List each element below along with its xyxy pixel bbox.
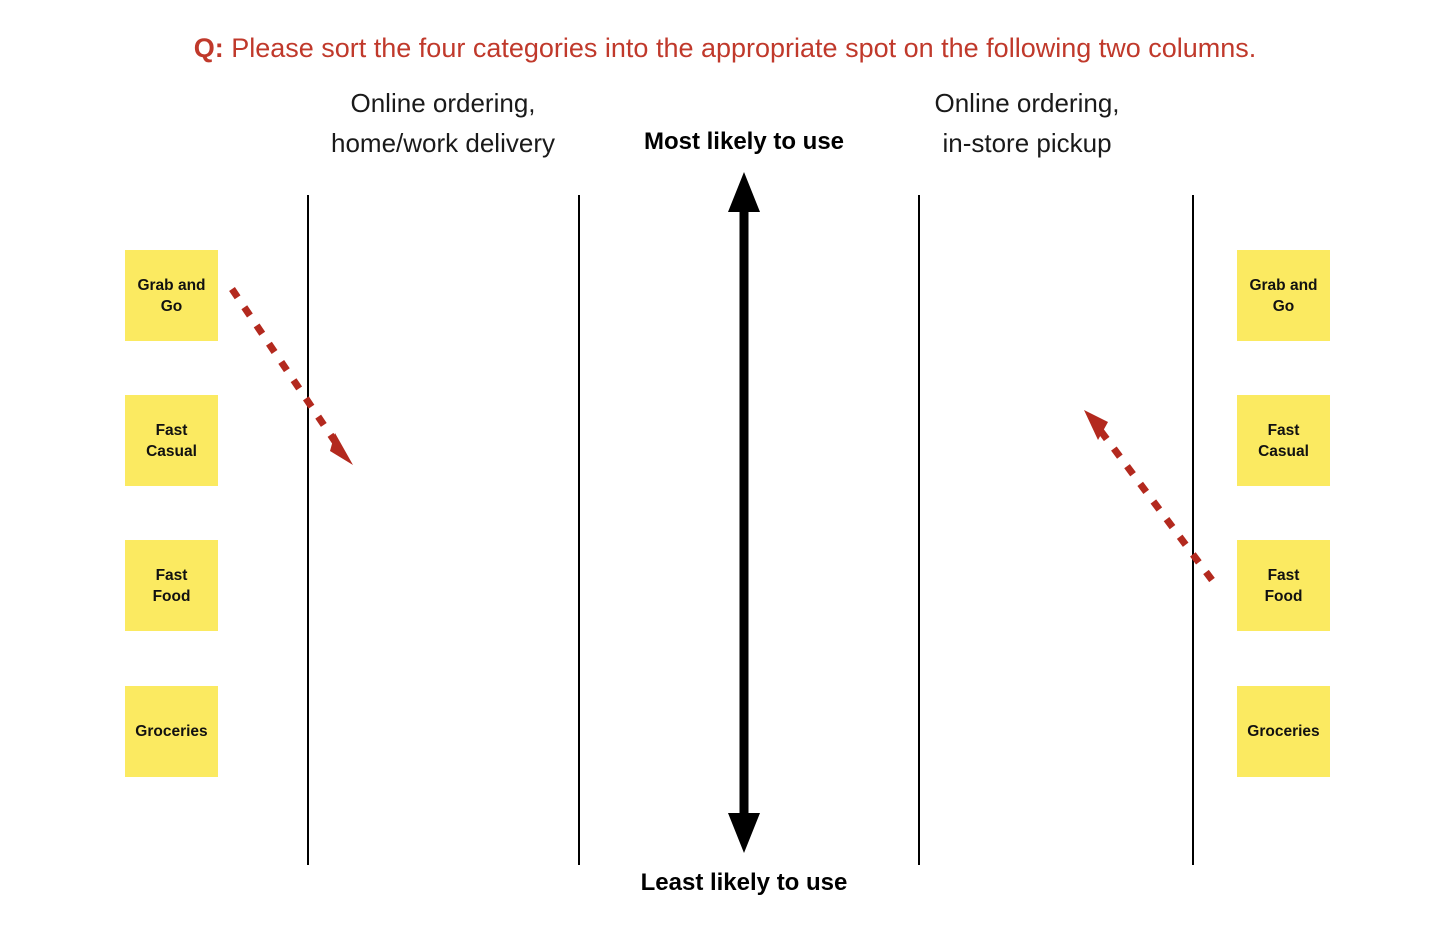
question-marker: Q:	[193, 33, 224, 63]
scale-label-most-likely: Most likely to use	[643, 128, 845, 155]
likelihood-axis-double-arrow	[728, 172, 760, 853]
column-heading-home-work-delivery: Online ordering, home/work delivery	[331, 88, 555, 158]
divider-line-1	[307, 195, 309, 865]
divider-line-3	[918, 195, 920, 865]
category-card-left-groceries[interactable]: Groceries	[125, 686, 218, 777]
category-card-right-grab-and-go[interactable]: Grab and Go	[1237, 250, 1330, 341]
question-prompt: Q: Please sort the four categories into …	[0, 30, 1450, 66]
category-card-left-grab-and-go[interactable]: Grab and Go	[125, 250, 218, 341]
question-text: Please sort the four categories into the…	[223, 33, 1257, 63]
divider-line-2	[578, 195, 580, 865]
category-card-left-fast-casual[interactable]: Fast Casual	[125, 395, 218, 486]
drag-hint-arrow-right	[1084, 410, 1215, 583]
category-card-right-fast-casual[interactable]: Fast Casual	[1237, 395, 1330, 486]
category-card-right-fast-food[interactable]: Fast Food	[1237, 540, 1330, 631]
column-heading-in-store-pickup: Online ordering, in-store pickup	[934, 88, 1120, 158]
divider-line-4	[1192, 195, 1194, 865]
category-card-right-groceries[interactable]: Groceries	[1237, 686, 1330, 777]
drag-hint-arrow-left	[229, 287, 353, 465]
scale-label-least-likely: Least likely to use	[640, 869, 848, 896]
category-card-left-fast-food[interactable]: Fast Food	[125, 540, 218, 631]
